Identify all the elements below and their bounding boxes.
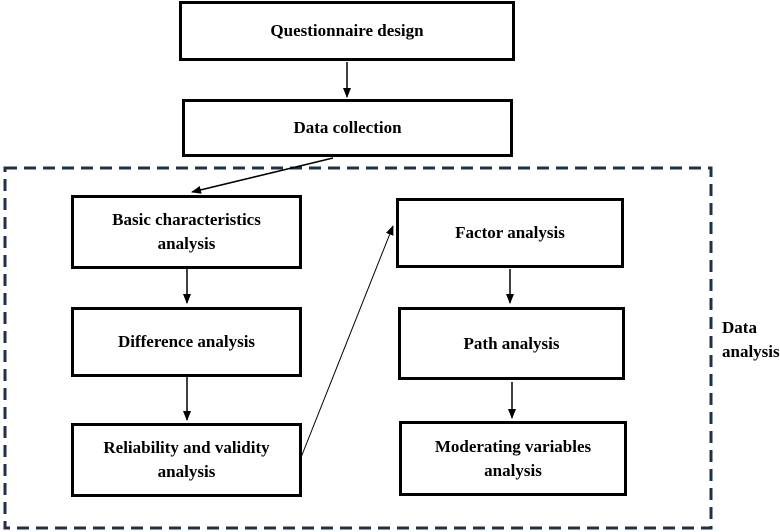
node-data-collection-label: Data collection xyxy=(293,118,402,137)
node-moderating-variables-analysis-label: Moderating variables analysis xyxy=(434,436,592,480)
node-difference-analysis-label: Difference analysis xyxy=(117,332,256,351)
arrow-collection-to-basic xyxy=(191,157,334,194)
data-analysis-group-border xyxy=(3,166,713,530)
node-factor-analysis-label: Factor analysis xyxy=(455,223,565,242)
arrow-reliability-to-factor xyxy=(299,225,394,461)
node-questionnaire-design: Questionnaire design xyxy=(179,1,515,61)
node-path-analysis: Path analysis xyxy=(398,307,625,380)
node-basic-characteristics-analysis-label: Basic characteristics analysis xyxy=(112,210,261,253)
node-path-analysis-label: Path analysis xyxy=(463,333,560,353)
node-moderating-variables-analysis: Moderating variables analysis xyxy=(399,421,627,496)
node-reliability-validity-analysis-label: Reliability and validity analysis xyxy=(103,438,270,481)
node-factor-analysis: Factor analysis xyxy=(396,198,624,268)
node-questionnaire-design-label: Questionnaire design xyxy=(270,21,424,40)
node-basic-characteristics-analysis: Basic characteristics analysis xyxy=(71,195,302,269)
node-reliability-validity-analysis: Reliability and validity analysis xyxy=(71,423,302,497)
node-data-collection: Data collection xyxy=(182,99,513,157)
data-analysis-group-label: Data analysis xyxy=(722,318,780,361)
node-difference-analysis: Difference analysis xyxy=(71,307,302,377)
